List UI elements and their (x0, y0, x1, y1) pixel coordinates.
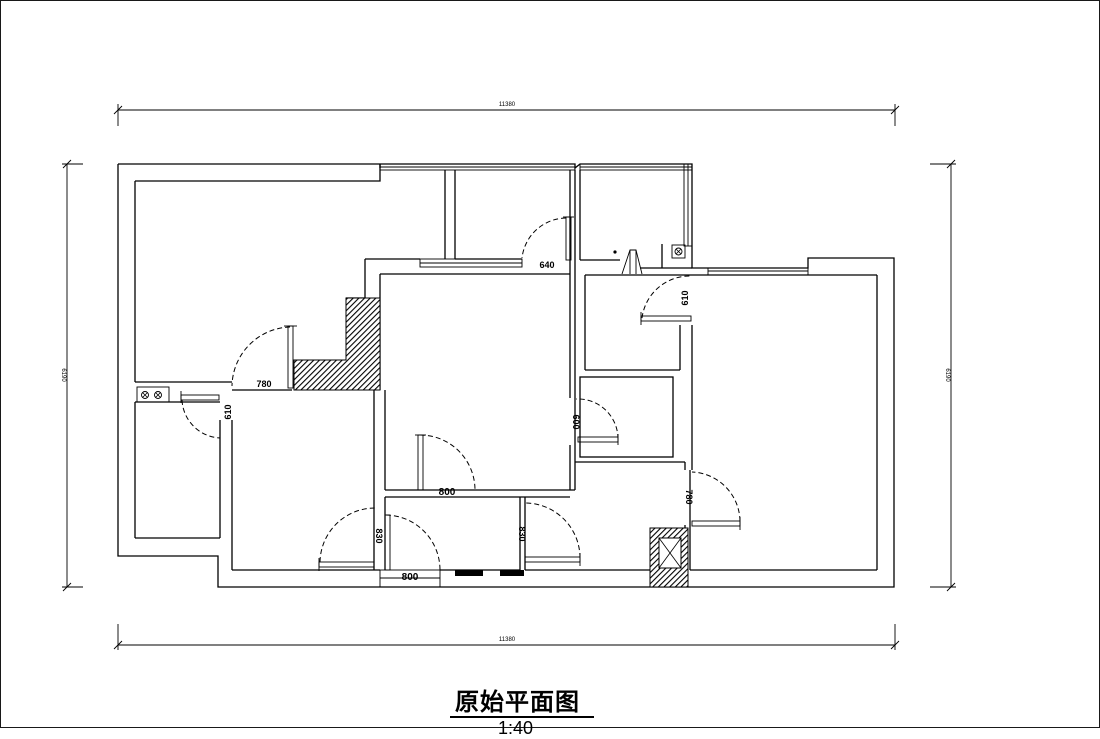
door-label-640: 640 (539, 260, 554, 270)
dimension-right: 6190 (930, 159, 956, 592)
dim-label-bottom: 11380 (499, 637, 516, 643)
door-label-830-right: 830 (517, 526, 527, 541)
interior-walls (346, 170, 693, 588)
dim-label-left: 6190 (60, 368, 66, 382)
dimension-left: 6190 (60, 159, 83, 592)
door-label-610-right: 610 (680, 290, 690, 305)
doors (180, 216, 741, 571)
door-label-780-right: 780 (684, 489, 694, 504)
dim-label-right: 6190 (944, 368, 950, 382)
title-underline (450, 716, 594, 718)
door-label-800-mid: 800 (439, 487, 456, 498)
door-label-800-bottom: 800 (402, 572, 419, 583)
windows (379, 163, 809, 276)
dimension-top: 11380 (113, 102, 900, 126)
door-label-830-left: 830 (374, 528, 384, 543)
structural-column-left (293, 297, 381, 391)
dimension-bottom: 11380 (113, 624, 900, 650)
dim-label-top: 11380 (499, 102, 516, 108)
drawing-title: 原始平面图 (455, 688, 580, 716)
fixture-shafts (136, 244, 686, 576)
door-label-780-left: 780 (256, 379, 271, 389)
door-label-610-left: 610 (223, 404, 233, 419)
outer-walls (117, 163, 895, 588)
door-label-600: 600 (571, 414, 581, 429)
door-labels: 640 780 610 610 600 800 830 830 800 780 (223, 260, 694, 583)
drawing-scale: 1:40 (498, 718, 534, 738)
